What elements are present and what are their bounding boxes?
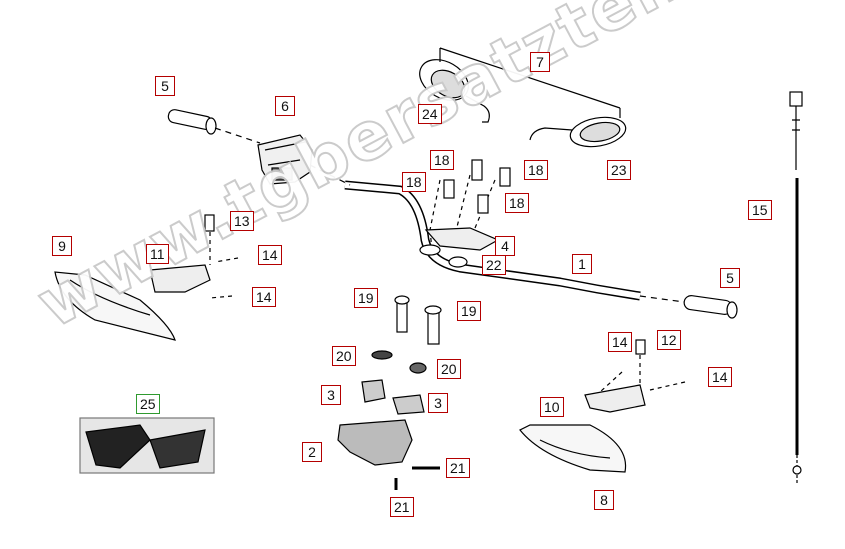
- callout-21-b: 21: [390, 497, 414, 517]
- callout-18-b: 18: [524, 160, 548, 180]
- callout-18-d: 18: [505, 193, 529, 213]
- callout-20-b: 20: [437, 359, 461, 379]
- callout-21-a: 21: [446, 458, 470, 478]
- switch-housing-part: [257, 134, 313, 185]
- callout-11: 11: [146, 244, 169, 264]
- clamp-half-3-part: [361, 379, 386, 403]
- callout-24: 24: [418, 104, 442, 124]
- callout-20-a: 20: [332, 346, 356, 366]
- callout-14-a: 14: [258, 245, 282, 265]
- callout-1: 1: [572, 254, 592, 274]
- bolt-21-part: [394, 466, 440, 490]
- left-mirror-part: [419, 59, 490, 123]
- callout-9: 9: [52, 236, 72, 256]
- callout-23: 23: [607, 160, 631, 180]
- riser-base-part: [337, 419, 413, 466]
- callout-8: 8: [594, 490, 614, 510]
- callout-18-a: 18: [430, 150, 454, 170]
- bracket-11-part: [149, 264, 211, 293]
- callout-5-left: 5: [155, 76, 175, 96]
- washer-20-part: [371, 350, 393, 360]
- callout-3-a: 3: [321, 385, 341, 405]
- callout-14-b: 14: [252, 287, 276, 307]
- callout-15: 15: [748, 200, 772, 220]
- callout-7: 7: [530, 52, 550, 72]
- callout-10: 10: [540, 397, 564, 417]
- callout-3-b: 3: [428, 393, 448, 413]
- right-mirror-part: [529, 116, 627, 148]
- callout-5-right: 5: [720, 268, 740, 288]
- bracket-10-part: [584, 384, 646, 413]
- left-grip-part: [167, 109, 217, 135]
- callout-12: 12: [657, 330, 681, 350]
- callout-6: 6: [275, 96, 295, 116]
- callout-25: 25: [136, 394, 160, 414]
- callout-14-c: 14: [608, 332, 632, 352]
- throttle-cable-part: [789, 91, 803, 485]
- clamp-part: [419, 227, 500, 268]
- callout-19-b: 19: [457, 301, 481, 321]
- callout-13: 13: [230, 211, 254, 231]
- callout-18-c: 18: [402, 172, 426, 192]
- bolts-19-part: [394, 295, 442, 345]
- callout-4: 4: [495, 236, 515, 256]
- callout-14-d: 14: [708, 367, 732, 387]
- right-grip-part: [683, 295, 738, 319]
- right-handguard-part: [519, 424, 627, 473]
- callout-19-a: 19: [354, 288, 378, 308]
- callout-2: 2: [302, 442, 322, 462]
- callout-22: 22: [482, 255, 506, 275]
- bolts-18-part: [443, 159, 511, 214]
